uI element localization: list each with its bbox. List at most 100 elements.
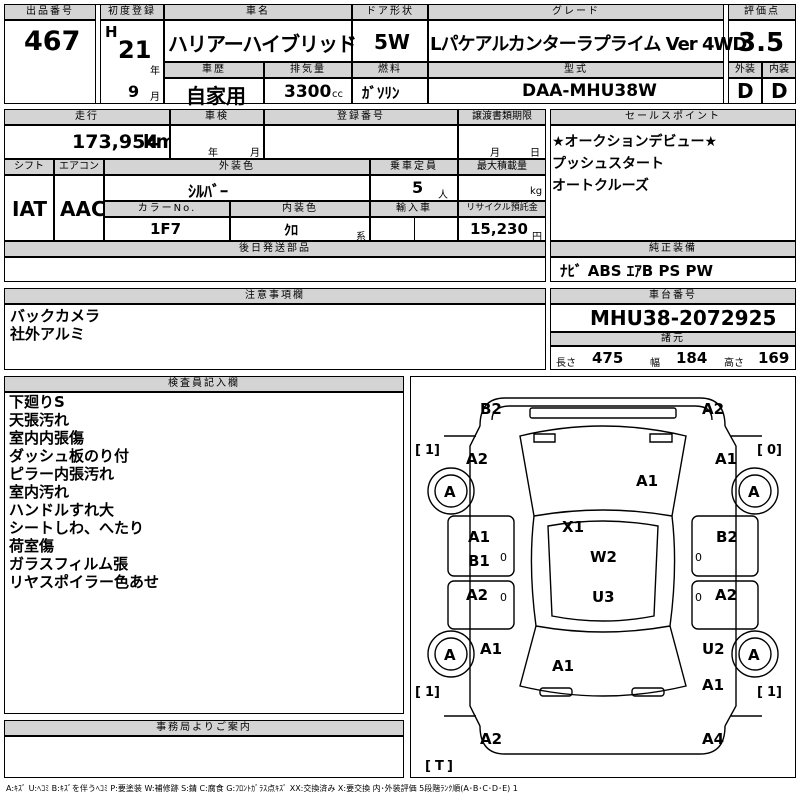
exterior-label: 外装 xyxy=(728,62,762,78)
displacement-value: 3300 xyxy=(284,82,332,102)
mileage-cell xyxy=(4,125,170,159)
office-label: 事務局よりご案内 xyxy=(4,720,404,736)
transfer-day-unit: 日 xyxy=(530,148,540,159)
int-color-unit: 系 xyxy=(356,232,366,243)
shift-value: IAT xyxy=(12,197,48,221)
aircon-label: エアコン xyxy=(54,159,104,175)
sales-point-2: プッシュスタート xyxy=(552,156,664,172)
later-parts-cell xyxy=(4,257,546,282)
damage-mark: B1 xyxy=(468,552,490,570)
first-reg-cell xyxy=(100,20,164,104)
bracket-trunk: T xyxy=(435,759,444,774)
bracket-rear-right: 1 xyxy=(767,685,776,700)
interior-label: 内装 xyxy=(762,62,796,78)
max-load-cell xyxy=(458,175,546,201)
model-cell xyxy=(428,78,724,104)
equipment-cell xyxy=(550,257,796,282)
inspector-note: 室内汚れ xyxy=(9,483,70,501)
damage-mark: A1 xyxy=(468,528,490,546)
inspector-note: ダッシュ板のり付 xyxy=(9,447,130,465)
damage-mark: A2 xyxy=(715,586,737,604)
damage-mark: B2 xyxy=(480,400,502,418)
history-cell xyxy=(164,78,264,104)
inspector-cell xyxy=(4,392,404,714)
damage-mark: A xyxy=(748,646,760,664)
aircon-cell xyxy=(54,175,104,241)
history-value: 自家用 xyxy=(186,84,246,108)
max-load-label: 最大積載量 xyxy=(458,159,546,175)
side-zero: 0 xyxy=(695,551,702,564)
interior-cell xyxy=(762,78,796,104)
svg-text:[: [ xyxy=(425,759,431,774)
sales-point-1: ★オークションデビュー★ xyxy=(552,134,718,150)
damage-mark: U3 xyxy=(592,588,615,606)
first-reg-month-unit: 月 xyxy=(150,92,160,103)
grade-cell xyxy=(428,20,724,62)
damage-mark: A1 xyxy=(552,657,574,675)
svg-text:[: [ xyxy=(757,443,763,458)
displacement-label: 排気量 xyxy=(264,62,352,78)
first-reg-year: 21 xyxy=(118,36,152,64)
door-cell xyxy=(352,20,428,62)
sales-points-cell xyxy=(550,125,796,241)
inspector-note: 天張汚れ xyxy=(9,411,70,429)
color-no-value: 1F7 xyxy=(150,220,182,238)
ext-color-value: ｼﾙﾊﾞｰ xyxy=(188,182,229,201)
recycle-label: リサイクル預託金 xyxy=(458,201,546,217)
lot-number: 467 xyxy=(24,26,81,57)
transfer-month-unit: 月 xyxy=(490,148,500,159)
inspector-note: 下廻りS xyxy=(9,393,65,411)
shift-label: シフト xyxy=(4,159,54,175)
damage-mark: A1 xyxy=(636,472,658,490)
int-color-cell xyxy=(230,217,370,241)
import-cell-split xyxy=(414,217,458,241)
inspector-note: 室内内張傷 xyxy=(9,429,85,447)
car-diagram-frame xyxy=(410,376,796,778)
equipment-label: 純正装備 xyxy=(550,241,796,257)
score-label: 評価点 xyxy=(728,4,796,20)
dims-cell xyxy=(550,346,796,370)
model-label: 型式 xyxy=(428,62,724,78)
side-zero: 0 xyxy=(500,591,507,604)
chassis-cell xyxy=(550,304,796,332)
reg-no-cell xyxy=(264,125,458,159)
recycle-unit: 円 xyxy=(532,232,542,243)
damage-mark: A1 xyxy=(702,676,724,694)
aircon-value: AAC xyxy=(60,197,106,221)
svg-text:[: [ xyxy=(415,443,421,458)
svg-text:]: ] xyxy=(447,759,453,774)
inspector-note: ピラー内張汚れ xyxy=(9,465,115,483)
svg-text:]: ] xyxy=(776,685,782,700)
inspector-note: 荷室傷 xyxy=(9,537,55,555)
car-name-cell xyxy=(164,20,352,62)
mileage-label: 走行 xyxy=(4,109,170,125)
damage-mark: A1 xyxy=(715,450,737,468)
length-label: 長さ xyxy=(556,358,576,369)
dims-label: 諸元 xyxy=(550,332,796,346)
chassis-value: MHU38-2072925 xyxy=(590,306,777,330)
caution-label: 注意事項欄 xyxy=(4,288,546,304)
transfer-cell xyxy=(458,125,546,159)
inspection-month-unit: 月 xyxy=(250,148,260,159)
color-no-label: カラーNo. xyxy=(104,201,230,217)
int-color-value: ｸﾛ xyxy=(284,223,298,239)
inspection-label: 車検 xyxy=(170,109,264,125)
first-reg-year-unit: 年 xyxy=(150,66,160,77)
lot-cell xyxy=(4,20,96,104)
shift-cell xyxy=(4,175,54,241)
bracket-rear-left: 1 xyxy=(425,685,434,700)
damage-mark: A2 xyxy=(702,400,724,418)
grade-label: グレード xyxy=(428,4,724,20)
inspection-year-unit: 年 xyxy=(208,148,218,159)
width-value: 184 xyxy=(676,349,708,367)
inspector-note: シートしわ、へたり xyxy=(9,519,145,537)
svg-text:]: ] xyxy=(776,443,782,458)
interior-grade: D xyxy=(771,79,788,103)
capacity-unit: 人 xyxy=(438,190,448,201)
inspector-note: ガラスフィルム張 xyxy=(9,555,129,573)
side-zero: 0 xyxy=(500,551,507,564)
legend: A:ｷｽﾞ U:ﾍｺﾐ B:ｷｽﾞを伴うﾍｺﾐ P:要塗装 W:補修跡 S:錆 … xyxy=(6,784,518,793)
color-no-cell xyxy=(104,217,230,241)
first-reg-month: 9 xyxy=(128,82,140,101)
door-value: 5W xyxy=(374,30,410,54)
